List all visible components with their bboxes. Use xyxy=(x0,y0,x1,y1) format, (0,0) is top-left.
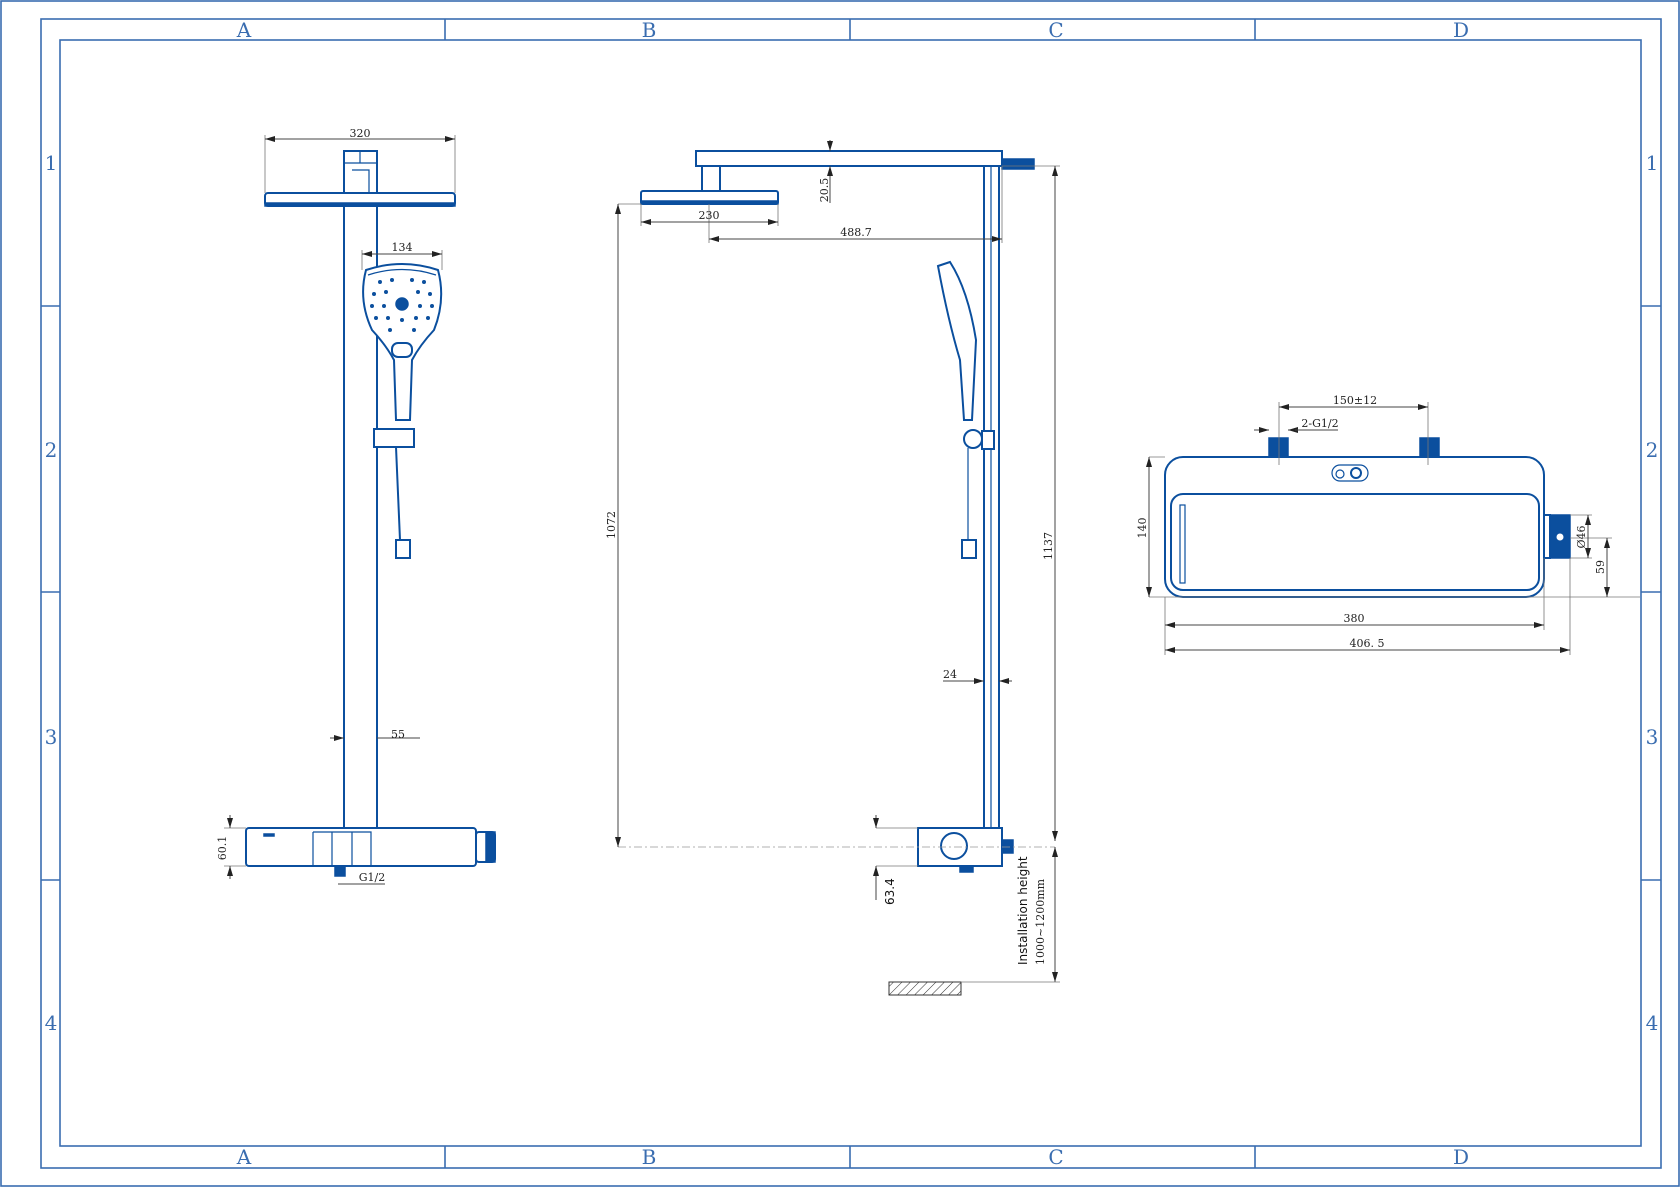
side-dimensions: 20.5 230 488.7 1072 1137 24 63.4 Install… xyxy=(605,140,1060,983)
diverter-button xyxy=(1331,464,1369,482)
hand-shower-front xyxy=(362,263,443,559)
zone-col-c-bottom: C xyxy=(1048,1145,1063,1169)
zone-row-2-left: 2 xyxy=(45,438,58,462)
dim-arm-drop: 20.5 xyxy=(818,178,831,203)
zone-col-b-top: B xyxy=(642,18,657,42)
inlet-left xyxy=(1268,437,1289,458)
dim-inlet-spacing: 150±12 xyxy=(1333,394,1377,407)
dim-valve-height: 140 xyxy=(1136,518,1149,539)
front-view: 320 134 55 60.1 G1/2 xyxy=(216,127,496,885)
inlet-right xyxy=(1419,437,1440,458)
install-height-range: 1000~1200mm xyxy=(1034,878,1047,965)
front-dimensions: 320 134 55 60.1 G1/2 xyxy=(216,127,456,885)
zone-row-3-right: 3 xyxy=(1646,725,1659,749)
zone-row-3-left: 3 xyxy=(45,725,58,749)
zone-col-a-bottom: A xyxy=(236,1145,252,1169)
dim-rail: 24 xyxy=(943,668,957,681)
dim-hand-width: 134 xyxy=(392,241,413,254)
dim-knob-offset: 59 xyxy=(1594,560,1607,574)
zone-row-2-right: 2 xyxy=(1646,438,1659,462)
zone-row-4-right: 4 xyxy=(1646,1011,1659,1035)
thermostatic-valve-side xyxy=(917,827,1014,873)
floor-hatch xyxy=(888,981,962,996)
thermostatic-valve-front xyxy=(245,827,496,877)
hand-shower-side xyxy=(936,260,978,421)
zone-border xyxy=(40,18,1662,1169)
wall-mount xyxy=(1001,158,1035,170)
dim-knob-dia: Ø46 xyxy=(1575,525,1588,548)
zone-col-a-top: A xyxy=(236,18,252,42)
zone-row-1-right: 1 xyxy=(1646,151,1659,175)
shower-arm xyxy=(695,150,1003,167)
zone-row-1-left: 1 xyxy=(45,151,58,175)
hand-shower-holder xyxy=(373,428,415,448)
zone-row-4-left: 4 xyxy=(45,1011,58,1035)
dim-overall-width: 406. 5 xyxy=(1350,637,1385,650)
side-view: 20.5 230 488.7 1072 1137 24 63.4 Install… xyxy=(605,140,1060,996)
dim-head-height: 1072 xyxy=(605,511,618,539)
install-height-label: Installation height xyxy=(1016,856,1030,965)
hose xyxy=(395,446,406,541)
dim-valve-depth: 63.4 xyxy=(883,878,897,905)
dim-arm-length: 488.7 xyxy=(840,226,872,239)
valve-shelf xyxy=(1170,493,1540,591)
zone-col-d-top: D xyxy=(1453,18,1469,42)
valve-top-view: 150±12 2-G1/2 140 380 406. 5 Ø46 59 xyxy=(1136,394,1640,655)
dim-head-depth: 230 xyxy=(699,209,720,222)
dim-outlet: G1/2 xyxy=(359,871,386,884)
dim-valve-height: 60.1 xyxy=(216,836,229,861)
zone-col-c-top: C xyxy=(1048,18,1063,42)
dim-head-width: 320 xyxy=(350,127,371,140)
zone-col-b-bottom: B xyxy=(642,1145,657,1169)
dim-valve-width: 380 xyxy=(1344,612,1365,625)
dim-inlets: 2-G1/2 xyxy=(1301,417,1338,430)
dim-pipe: 55 xyxy=(391,728,405,741)
valve-dimensions: 150±12 2-G1/2 140 380 406. 5 Ø46 59 xyxy=(1136,394,1640,655)
dim-total-height: 1137 xyxy=(1042,532,1055,560)
zone-col-d-bottom: D xyxy=(1453,1145,1469,1169)
